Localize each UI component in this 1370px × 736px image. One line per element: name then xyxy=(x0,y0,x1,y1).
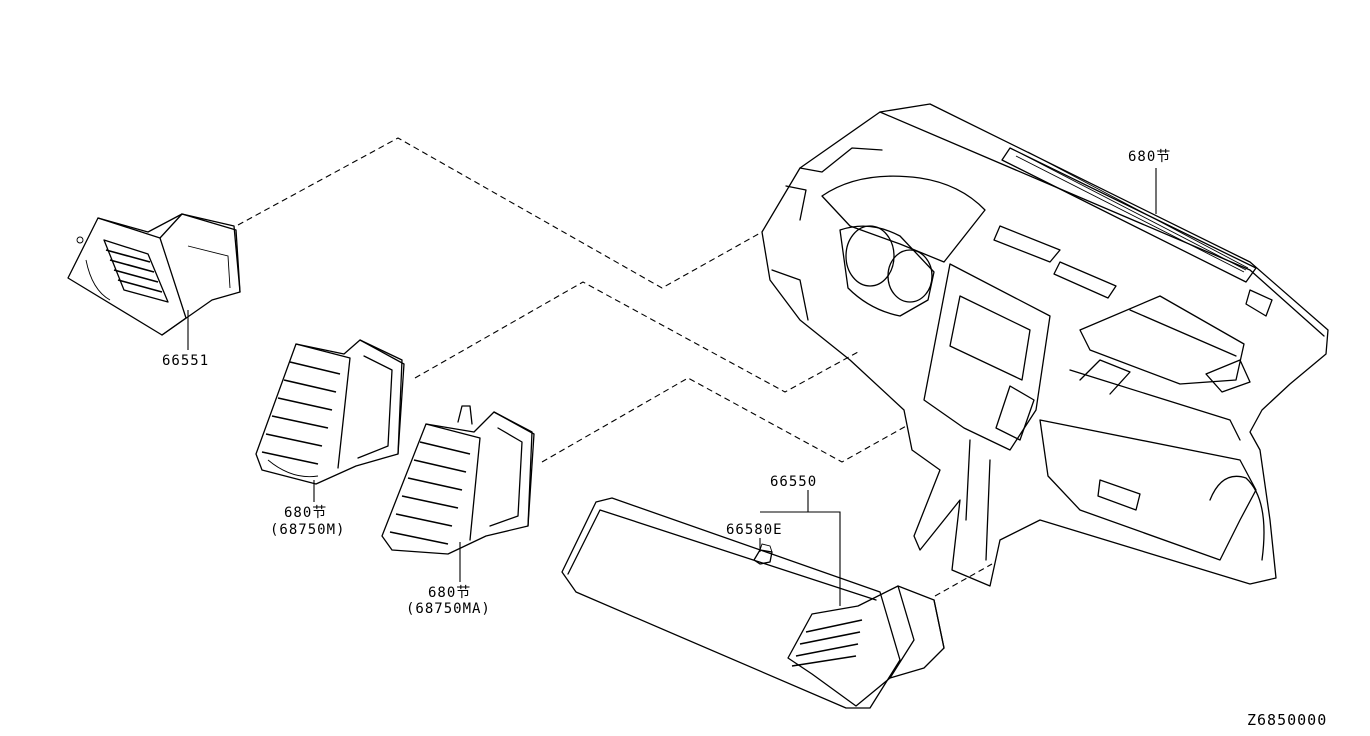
label-66550: 66550 xyxy=(770,474,818,490)
reference-dashed-lines xyxy=(237,137,993,597)
side-vent-right-icon xyxy=(561,497,945,709)
side-vent-left-icon xyxy=(67,213,241,336)
label-680-panel: 680节 xyxy=(1128,149,1172,165)
label-68750m: (68750M) xyxy=(270,522,346,538)
leader-lines xyxy=(187,168,1157,606)
instrument-panel-icon xyxy=(761,103,1329,587)
dashed-line-center-m xyxy=(414,281,859,393)
drawing-id: Z6850000 xyxy=(1247,711,1328,729)
dashed-line-side-left xyxy=(237,137,763,289)
label-680-center-m: 680节 xyxy=(284,505,328,521)
dashed-line-side-right xyxy=(934,563,993,597)
label-68750ma: (68750MA) xyxy=(406,601,491,617)
leader-66550 xyxy=(807,490,841,606)
center-vent-left-icon xyxy=(255,339,405,485)
center-vent-right-icon xyxy=(381,405,535,555)
label-680-center-ma: 680节 xyxy=(428,585,472,601)
label-66551: 66551 xyxy=(162,353,210,369)
clip-icon xyxy=(753,543,773,565)
label-66580e: 66580E xyxy=(726,522,783,538)
dashed-line-center-ma xyxy=(541,377,909,463)
